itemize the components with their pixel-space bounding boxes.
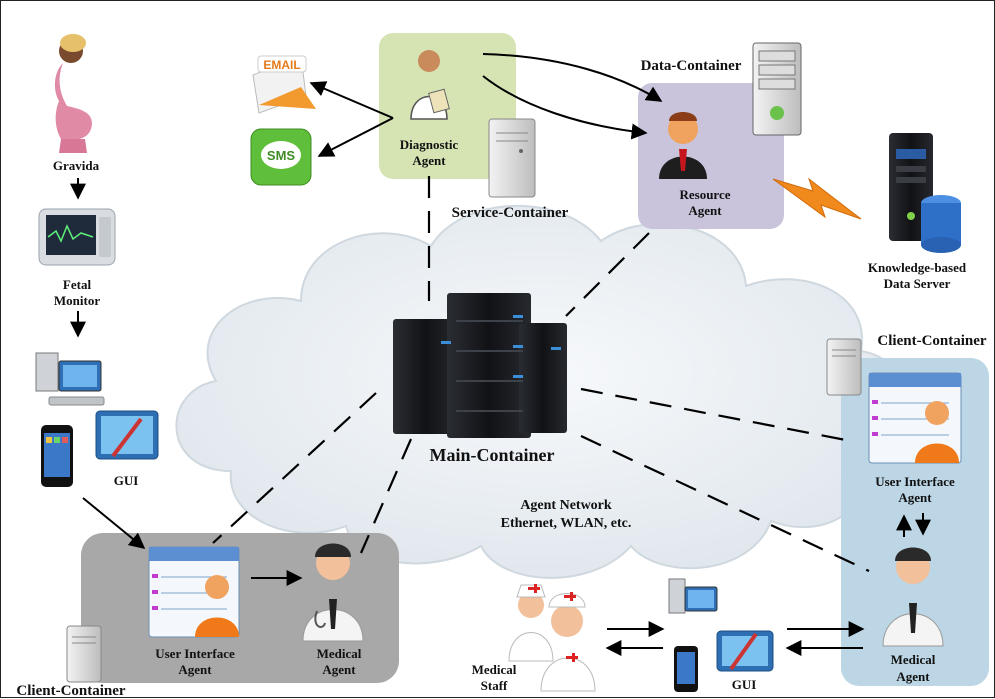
bottom-smartphone-icon: [674, 646, 698, 692]
fetal-monitor-label-line2: Monitor: [54, 293, 100, 308]
gravida-figure-icon: [54, 34, 92, 153]
ui-agent-left-label-line2: Agent: [178, 662, 212, 677]
ui-agent-right-label-line1: User Interface: [875, 474, 955, 489]
client-container-right-label: Client-Container: [877, 333, 986, 349]
fetal-monitor-label-line1: Fetal: [63, 277, 92, 292]
agent-network-label-line1: Agent Network: [520, 498, 612, 513]
email-icon: EMAIL: [252, 55, 316, 114]
data-server-rack-icon: [752, 42, 802, 136]
bottom-tablet-gui-icon: [716, 630, 774, 672]
gui-bottom-label: GUI: [732, 677, 757, 692]
main-server-cluster-icon: [393, 293, 567, 438]
diagnostic-agent-label-line2: Agent: [412, 153, 446, 168]
medical-staff-icon: [508, 584, 596, 692]
medical-agent-right-label-line2: Agent: [896, 669, 930, 684]
knowledge-server-icon: [889, 133, 961, 253]
medical-agent-right-label-line1: Medical: [891, 652, 936, 667]
ui-agent-right-label-line2: Agent: [898, 490, 932, 505]
knowledge-server-label-line2: Data Server: [884, 276, 951, 291]
diagram-labels: Gravida Fetal Monitor GUI Diagnostic Age…: [16, 58, 986, 699]
smartphone-icon: [41, 425, 73, 487]
network-links: [212, 176, 870, 572]
desktop-computer-icon: [35, 352, 105, 406]
medical-agent-left-label-line2: Agent: [322, 662, 356, 677]
ui-agent-window-right-icon: [868, 372, 962, 464]
medical-agent-left-label-line1: Medical: [317, 646, 362, 661]
agent-network-label-line2: Ethernet, WLAN, etc.: [501, 516, 632, 531]
tablet-gui-icon: [95, 410, 159, 460]
resource-agent-icon: [659, 112, 707, 179]
fetal-monitor-icon: [38, 208, 116, 266]
client-server-right-icon: [826, 338, 862, 396]
service-server-icon: [488, 118, 536, 198]
resource-agent-label-line2: Agent: [688, 203, 722, 218]
client-server-left-icon: [66, 625, 102, 683]
medical-agent-left-icon: [302, 543, 364, 642]
medical-staff-label-line1: Medical: [472, 662, 517, 677]
ui-agent-window-left-icon: [148, 546, 240, 638]
sms-icon-text: SMS: [267, 148, 296, 163]
medical-staff-label-line2: Staff: [481, 678, 508, 693]
service-container-label: Service-Container: [452, 205, 569, 221]
sms-icon: SMS: [250, 128, 312, 186]
lightning-bolt-icon: [772, 177, 862, 220]
resource-agent-label-line1: Resource: [679, 187, 730, 202]
bottom-desktop-icon: [668, 578, 718, 614]
client-container-left-label: Client-Container: [16, 683, 125, 699]
email-icon-text: EMAIL: [263, 58, 300, 72]
diagnostic-agent-label-line1: Diagnostic: [400, 137, 459, 152]
gravida-label: Gravida: [53, 158, 100, 173]
knowledge-server-label-line1: Knowledge-based: [868, 260, 967, 275]
message-arrows: [70, 53, 931, 656]
gui-left-label: GUI: [114, 473, 139, 488]
ui-agent-left-label-line1: User Interface: [155, 646, 235, 661]
medical-agent-right-icon: [882, 547, 944, 647]
data-container-label: Data-Container: [641, 58, 742, 74]
main-container-label: Main-Container: [430, 445, 555, 465]
diagnostic-agent-icon: [410, 50, 450, 120]
